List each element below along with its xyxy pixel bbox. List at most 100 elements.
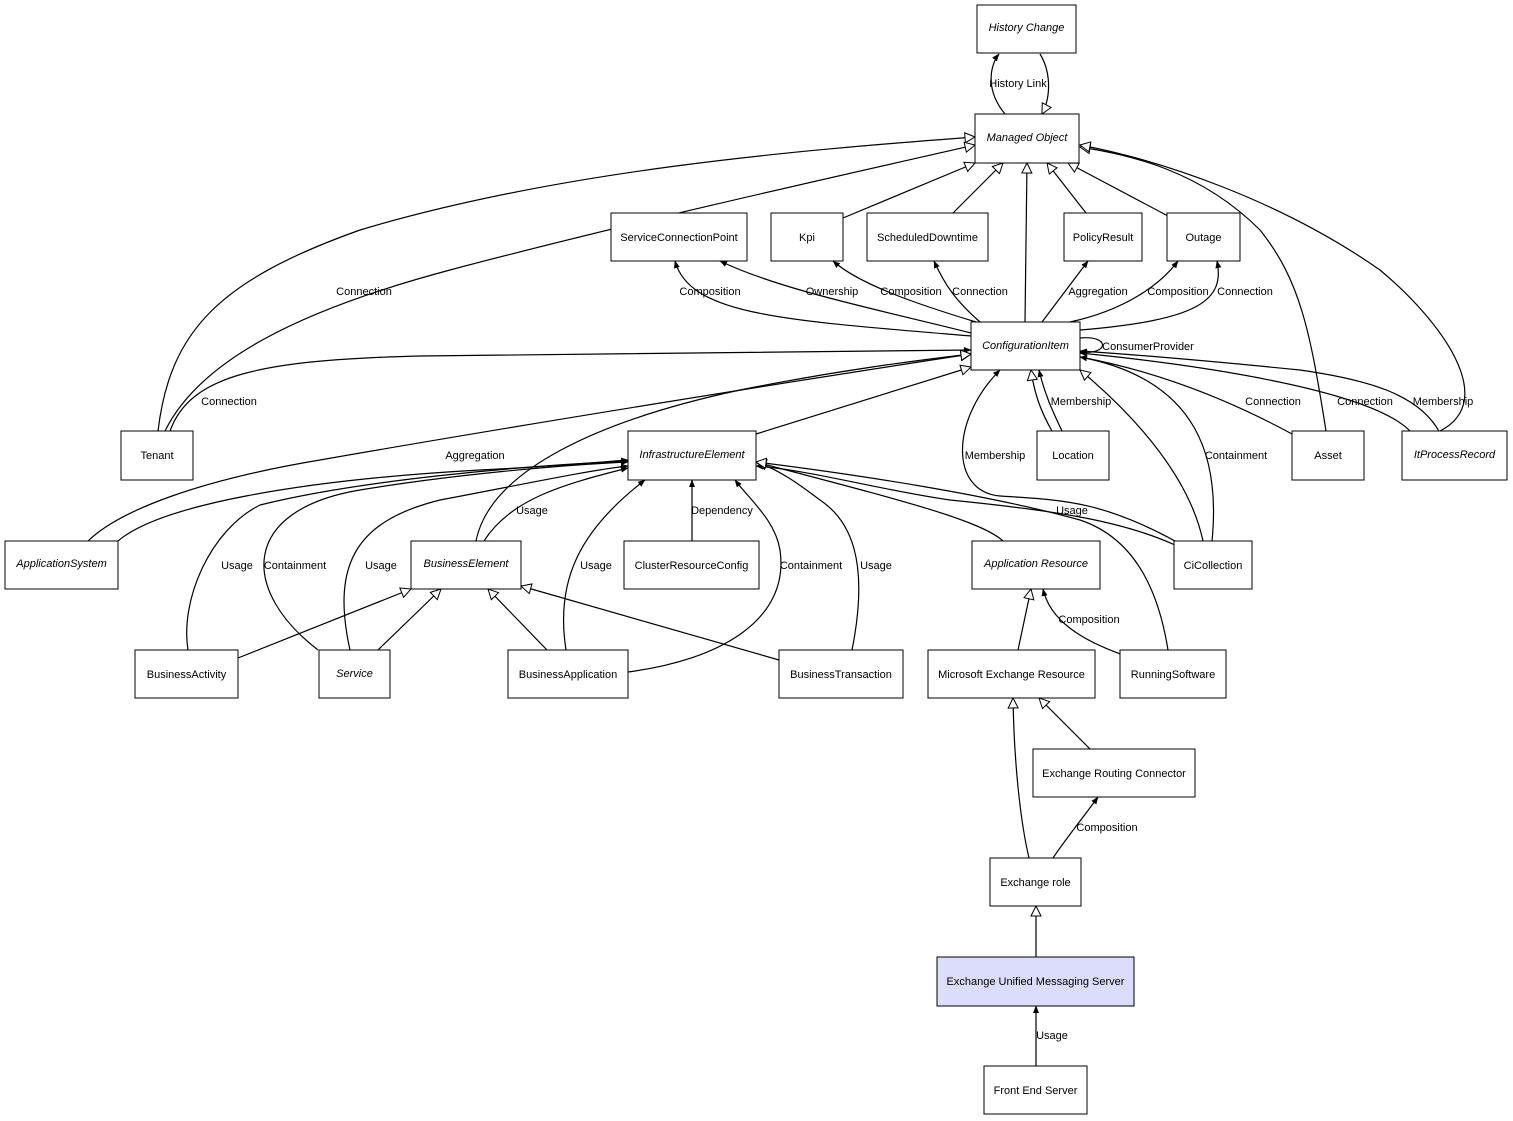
edge-service-be-inherit (377, 589, 441, 651)
inheritance-line (157, 137, 975, 432)
edge-exchange-role-msx-inherit (1013, 698, 1030, 859)
node-exchange-role[interactable]: Exchange role (989, 857, 1082, 907)
edge-msx-resource-app-resource-inherit (1017, 589, 1031, 651)
edge-history-link (990, 53, 1006, 115)
edge-label-ci-outage-connection: Connection (1217, 286, 1273, 298)
edge-exchange-role-routing-composition (1052, 797, 1099, 859)
node-front-end-server[interactable]: Front End Server (983, 1065, 1088, 1115)
node-label: Application Resource (983, 558, 1088, 570)
inheritance-line (1080, 145, 1466, 432)
node-location[interactable]: Location (1036, 430, 1110, 481)
edge-business-app-infra-usage (562, 479, 645, 651)
node-service-connection-point[interactable]: ServiceConnectionPoint (610, 212, 748, 262)
node-managed-object[interactable]: Managed Object (974, 113, 1080, 164)
edge-policy-result-inherit (1047, 163, 1087, 214)
node-application-resource[interactable]: Application Resource (971, 540, 1101, 590)
node-history-change[interactable]: History Change (976, 4, 1077, 54)
association-line (1043, 589, 1127, 657)
node-label: Service (336, 668, 373, 680)
node-tenant[interactable]: Tenant (120, 430, 194, 481)
edge-app-system-ci-inherit (87, 354, 971, 542)
node-label: ServiceConnectionPoint (620, 232, 737, 244)
inheritance-line (1031, 370, 1053, 432)
association-line (1052, 797, 1099, 859)
association-line (990, 53, 1006, 115)
node-infrastructure-element[interactable]: InfrastructureElement (627, 430, 757, 481)
edge-location-ci-membership (1039, 370, 1063, 432)
node-label: ClusterResourceConfig (635, 560, 749, 572)
node-service[interactable]: Service (318, 649, 391, 699)
node-label: ApplicationSystem (15, 558, 107, 570)
edge-location-ci-inherit (1031, 370, 1053, 432)
node-application-system[interactable]: ApplicationSystem (4, 540, 119, 590)
edge-label-business-app-infra-containment: Containment (780, 560, 842, 572)
association-line (1080, 351, 1441, 434)
association-line (483, 468, 628, 542)
node-label: BusinessActivity (147, 669, 227, 681)
association-line (1080, 357, 1215, 542)
inheritance-line (1025, 163, 1027, 323)
edge-app-system-infra-aggregation (117, 460, 628, 542)
association-line (961, 369, 1176, 542)
association-line (1080, 357, 1293, 435)
node-exchange-routing-connector[interactable]: Exchange Routing Connector (1032, 748, 1196, 798)
edge-label-cluster-infra-dependency: Dependency (691, 505, 753, 517)
edge-service-infra-containment (263, 462, 628, 651)
edge-label-asset-ci-connection: Connection (1245, 396, 1301, 408)
association-line (756, 462, 860, 651)
association-line (343, 466, 628, 651)
inheritance-line (1017, 589, 1031, 651)
node-business-transaction[interactable]: BusinessTransaction (778, 649, 904, 699)
association-line (186, 461, 628, 651)
node-cluster-resource-config[interactable]: ClusterResourceConfig (623, 540, 760, 590)
inheritance-line (377, 589, 441, 651)
inheritance-line (1068, 162, 1169, 217)
edge-ci-scp-ownership (720, 260, 972, 334)
node-configuration-item[interactable]: ConfigurationItem (970, 321, 1081, 371)
edge-ci-policy-aggregation (1041, 261, 1089, 323)
nodes: History Change Managed Object ServiceCon… (4, 4, 1508, 1115)
association-line (1069, 261, 1179, 323)
edge-ci-kpi-composition (832, 260, 977, 323)
edge-tenant-managed-object-inherit (157, 137, 975, 432)
node-exchange-unified-messaging-server[interactable]: Exchange Unified Messaging Server (936, 956, 1135, 1007)
node-business-element[interactable]: BusinessElement (410, 540, 522, 590)
node-business-application[interactable]: BusinessApplication (507, 649, 629, 699)
edge-label-location-ci-membership: Membership (1051, 396, 1112, 408)
node-kpi[interactable]: Kpi (770, 212, 844, 262)
edge-label-ci-consumer-provider: ConsumerProvider (1102, 341, 1194, 353)
association-line (1079, 261, 1218, 331)
edge-history-inherit (1039, 53, 1049, 114)
edge-ci-collection-ci-inherit (1080, 370, 1204, 542)
node-label: BusinessTransaction (790, 669, 892, 681)
node-label: History Change (989, 22, 1065, 34)
edge-label-business-transaction-infra-usage: Usage (860, 560, 892, 572)
node-microsoft-exchange-resource[interactable]: Microsoft Exchange Resource (927, 649, 1096, 699)
node-ci-collection[interactable]: CiCollection (1173, 540, 1253, 590)
association-line (1041, 261, 1089, 323)
association-line (169, 350, 971, 432)
edge-service-infra-usage (343, 466, 628, 651)
edge-business-element-ci-inherit (475, 354, 971, 542)
association-line (756, 466, 1176, 546)
node-outage[interactable]: Outage (1166, 212, 1241, 262)
inheritance-line (842, 163, 975, 219)
node-running-software[interactable]: RunningSoftware (1119, 649, 1227, 699)
node-it-process-record[interactable]: ItProcessRecord (1401, 430, 1508, 481)
node-scheduled-downtime[interactable]: ScheduledDowntime (866, 212, 989, 262)
node-policy-result[interactable]: PolicyResult (1063, 212, 1143, 262)
edge-outage-inherit (1068, 162, 1169, 217)
node-business-activity[interactable]: BusinessActivity (134, 649, 239, 699)
node-asset[interactable]: Asset (1291, 430, 1365, 481)
edge-label-front-end-um-usage: Usage (1036, 1030, 1068, 1042)
edge-label-tenant-managed-object-connection: Connection (336, 286, 392, 298)
edge-label-ci-outage-composition: Composition (1147, 286, 1208, 298)
node-label: BusinessElement (424, 558, 510, 570)
edge-label-service-infra-usage: Usage (365, 560, 397, 572)
edge-infra-ci-inherit (755, 367, 971, 435)
edge-business-element-infra-usage (483, 468, 628, 542)
edge-label-running-software-app-resource-composition: Composition (1058, 614, 1119, 626)
edge-app-resource-infra-inherit (756, 462, 1004, 542)
inheritance-line (952, 163, 1003, 214)
edge-business-activity-infra-usage (186, 461, 628, 651)
